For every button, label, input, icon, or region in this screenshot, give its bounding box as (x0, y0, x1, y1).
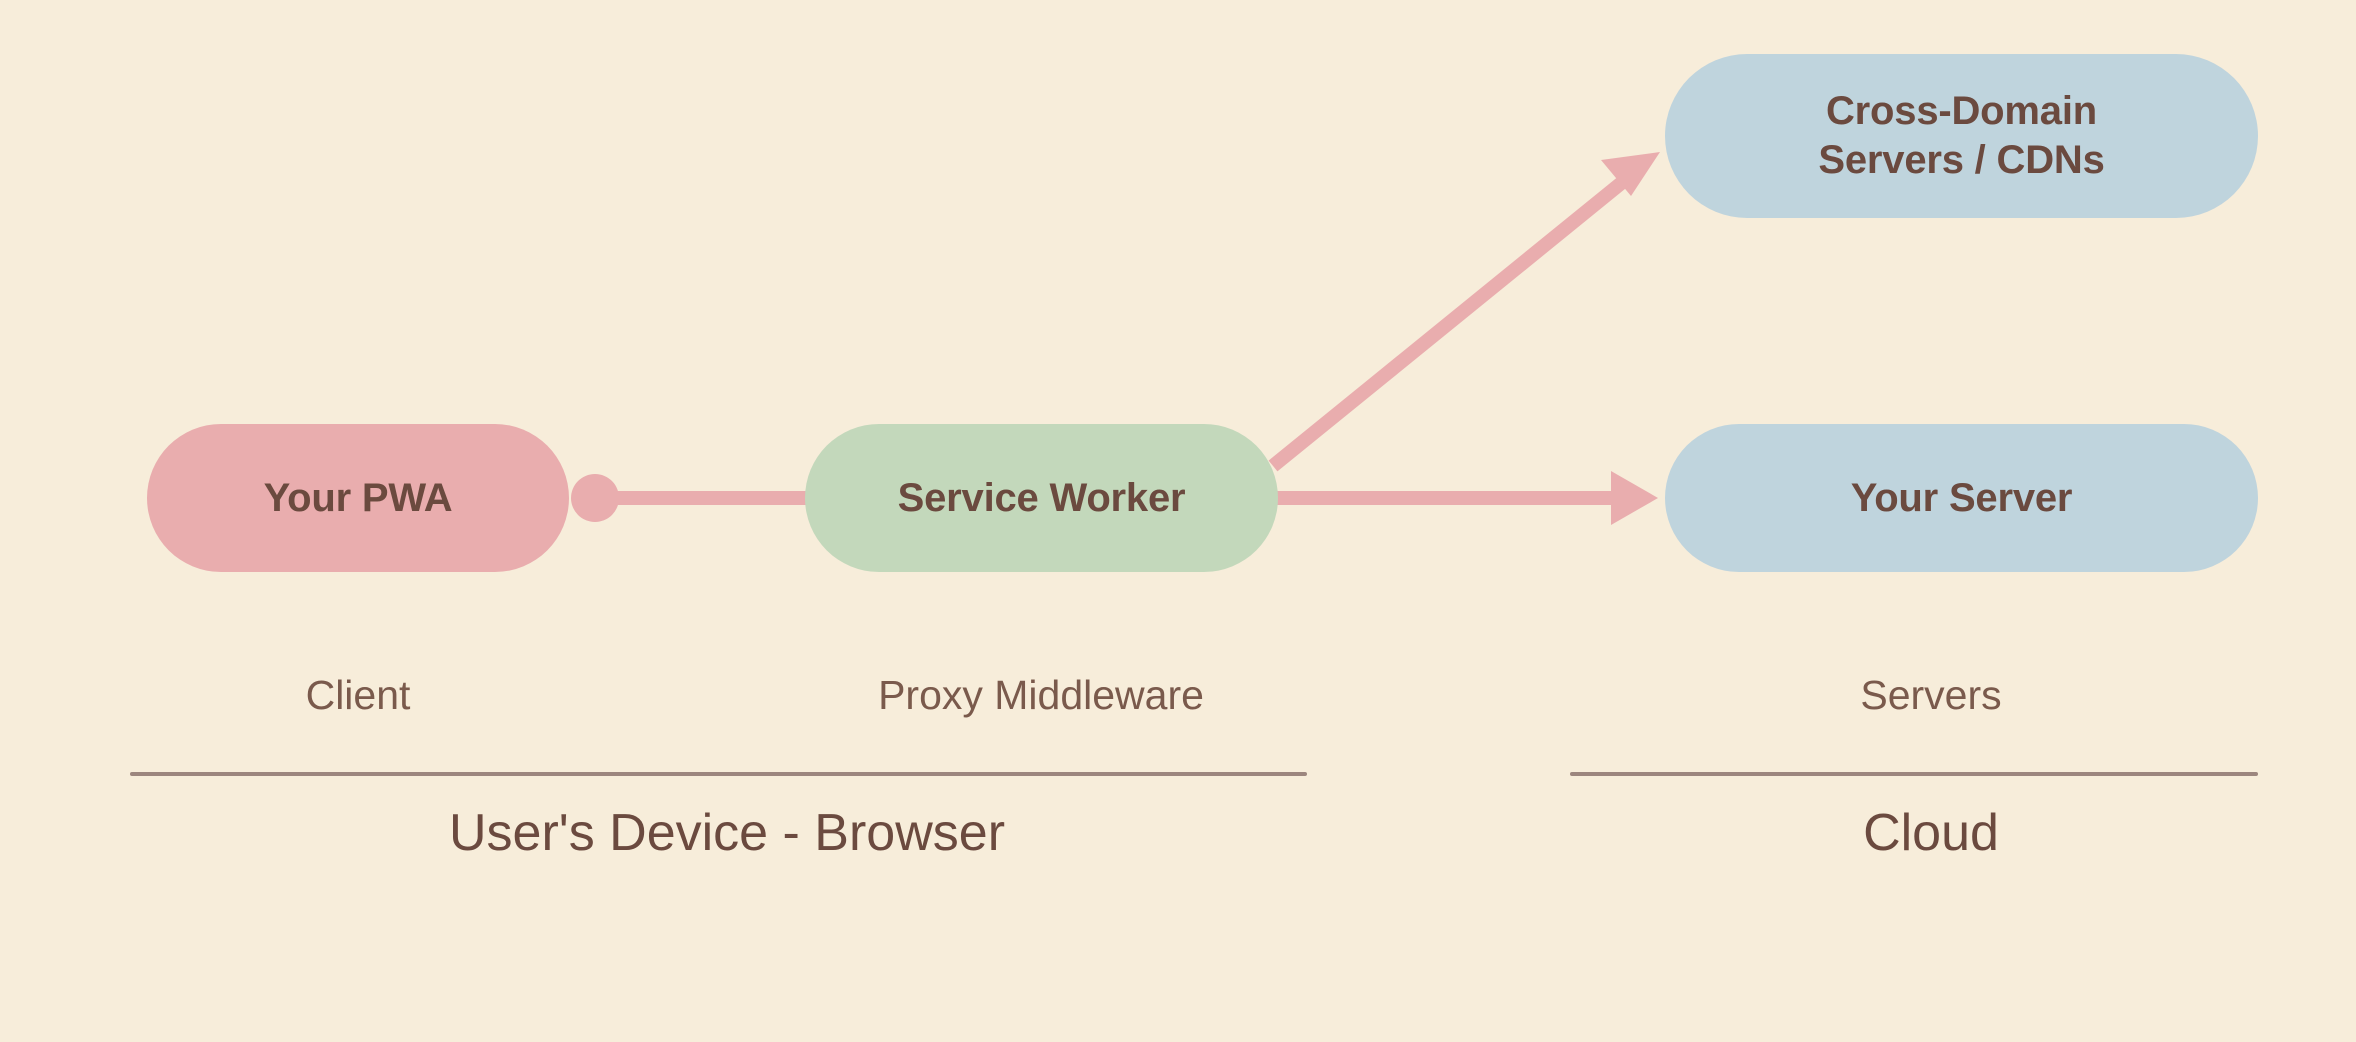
zone-caption-proxy-middleware: Proxy Middleware (878, 672, 1204, 718)
node-label: Cross-Domain Servers / CDNs (1818, 89, 2105, 182)
edge-line (1268, 174, 1630, 472)
node-your-pwa[interactable]: Your PWA (147, 424, 569, 572)
group-title-cloud: Cloud (1863, 804, 1999, 862)
group-divider-device (130, 772, 1307, 776)
node-label: Your PWA (263, 475, 453, 520)
node-label: Service Worker (897, 475, 1186, 520)
group-divider-cloud (1570, 772, 2258, 776)
zone-caption-servers: Servers (1860, 672, 2002, 718)
zone-caption-client: Client (305, 672, 411, 718)
edge-pwa-to-service-worker (571, 474, 812, 522)
node-label: Your Server (1850, 475, 2073, 520)
edge-service-worker-to-cross-domain (1268, 152, 1660, 472)
arrowhead-icon (1611, 471, 1658, 525)
dot-marker-icon (571, 474, 619, 522)
node-cross-domain-servers-cdns[interactable]: Cross-Domain Servers / CDNs (1665, 54, 2258, 218)
arrowhead-icon (1601, 152, 1660, 196)
node-your-server[interactable]: Your Server (1665, 424, 2258, 572)
group-title-users-device-browser: User's Device - Browser (448, 804, 1006, 862)
node-service-worker[interactable]: Service Worker (805, 424, 1278, 572)
edge-service-worker-to-your-server (1272, 471, 1658, 525)
